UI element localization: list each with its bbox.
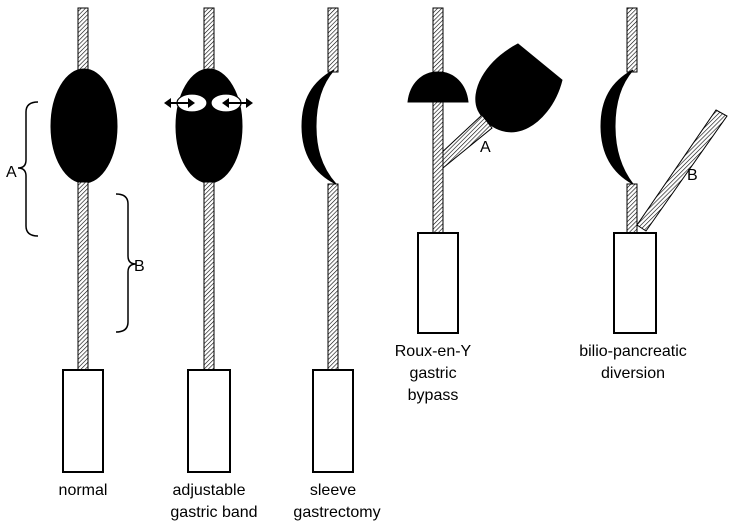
caption-line-1: bilio-pancreatic	[579, 343, 687, 360]
esophagus	[432, 7, 444, 74]
caption-normal: normal	[59, 482, 108, 499]
panel-roux-en-y: A Roux-en-Y gastric bypass	[395, 7, 563, 404]
panel-sleeve-gastrectomy: sleeve gastrectomy	[293, 7, 381, 521]
panel-adjustable-gastric-band: adjustable gastric band	[164, 7, 258, 521]
caption-line-2: gastric	[409, 365, 456, 382]
caption-line-3: bypass	[408, 387, 459, 404]
esophagus	[626, 7, 638, 73]
colon-box	[312, 369, 354, 473]
caption-line-1: Roux-en-Y	[395, 343, 472, 360]
label-b: B	[687, 167, 698, 184]
biliopancreatic-limb	[636, 109, 728, 232]
gastric-pouch	[407, 71, 469, 103]
brace-b-label: B	[134, 258, 145, 275]
caption-line-2: gastric band	[170, 504, 257, 521]
roux-limb	[432, 101, 444, 234]
colon-box	[613, 232, 657, 334]
double-arrow-icon	[164, 98, 195, 108]
sleeve-stomach	[301, 69, 337, 185]
sleeve-stomach	[600, 69, 634, 185]
caption-line-1: adjustable	[173, 482, 246, 499]
esophagus	[327, 7, 339, 73]
colon-box	[417, 232, 459, 334]
esophagus	[77, 7, 89, 74]
brace-b	[115, 193, 137, 333]
small-intestine	[327, 183, 339, 371]
brace-a	[17, 101, 39, 237]
double-arrow-icon	[222, 98, 253, 108]
remnant-stomach	[475, 43, 563, 133]
panel-bilio-pancreatic: B bilio-pancreatic diversion	[579, 7, 728, 382]
colon-box	[187, 369, 231, 473]
caption-line-2: diversion	[601, 365, 665, 382]
esophagus	[203, 7, 215, 74]
small-intestine	[77, 181, 89, 371]
common-channel	[626, 183, 638, 234]
caption-line-1: sleeve	[310, 482, 356, 499]
colon-box	[62, 369, 104, 473]
stomach	[50, 68, 118, 184]
brace-a-label: A	[6, 164, 17, 181]
label-a: A	[480, 139, 491, 156]
small-intestine	[203, 181, 215, 371]
stomach	[175, 68, 243, 184]
panel-normal: A B normal	[6, 7, 145, 499]
caption-line-2: gastrectomy	[293, 504, 380, 521]
